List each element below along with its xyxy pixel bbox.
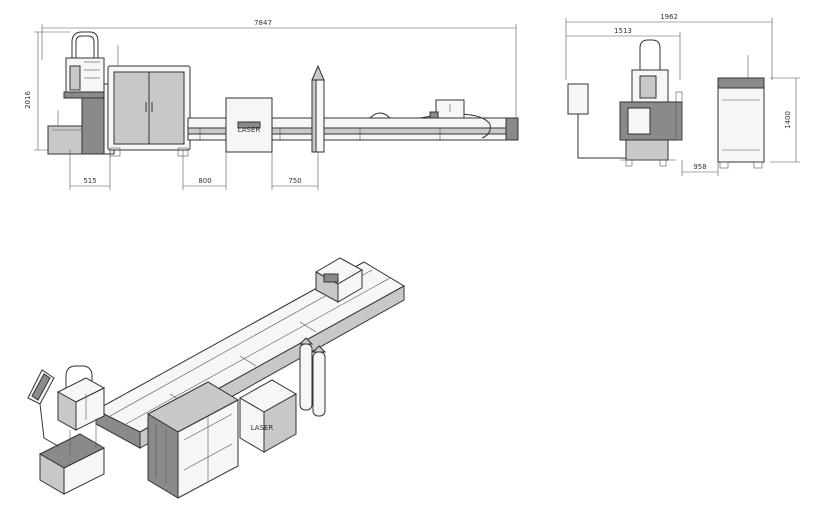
side-overall-width-dimension: 1962 [565, 13, 773, 80]
iso-tail-chuck [314, 257, 364, 303]
front-elevation-view: 7847 2016 [24, 19, 519, 190]
laser-source-box-front: LASER [225, 97, 273, 153]
gas-cylinder-front [311, 64, 325, 153]
left-offset-label: 515 [83, 177, 96, 185]
machine-side-body [619, 39, 683, 167]
laser-logo-iso: LASER [251, 424, 274, 432]
cabinet-height-label: 1400 [784, 111, 792, 129]
iso-laser-source-box: LASER [238, 379, 298, 453]
gap-b-label: 750 [288, 177, 301, 185]
iso-loading-frame [38, 418, 106, 495]
side-inner-width-label: 1513 [614, 27, 632, 35]
side-elevation-view: 1962 1513 [565, 13, 800, 176]
cabinet-height-dimension: 1400 [770, 77, 800, 163]
iso-electrical-cabinet [146, 381, 240, 499]
bottom-dimensions: 515 800 750 [69, 150, 319, 190]
overall-length-dimension: 7847 [41, 19, 517, 125]
gap-a-label: 800 [198, 177, 211, 185]
overall-length-label: 7847 [254, 19, 272, 27]
isometric-view: LASER [27, 257, 406, 499]
overall-height-label: 2016 [24, 91, 32, 109]
cabinet-side [717, 55, 765, 169]
monitor-side [567, 83, 626, 159]
iso-gas-cylinders [298, 337, 327, 417]
cutting-head-tower [63, 31, 119, 99]
tail-control-box [429, 99, 465, 119]
cabinet-gap-dimension: 958 [681, 160, 719, 176]
iso-monitor [27, 369, 59, 447]
machine-bed [187, 112, 519, 141]
iso-cutting-head [56, 365, 106, 431]
side-overall-width-label: 1962 [660, 13, 678, 21]
electrical-cabinet-front [107, 65, 191, 157]
laser-logo-front: LASER [238, 126, 261, 134]
side-inner-width-dimension: 1513 [566, 27, 681, 80]
cabinet-gap-label: 958 [693, 163, 706, 171]
